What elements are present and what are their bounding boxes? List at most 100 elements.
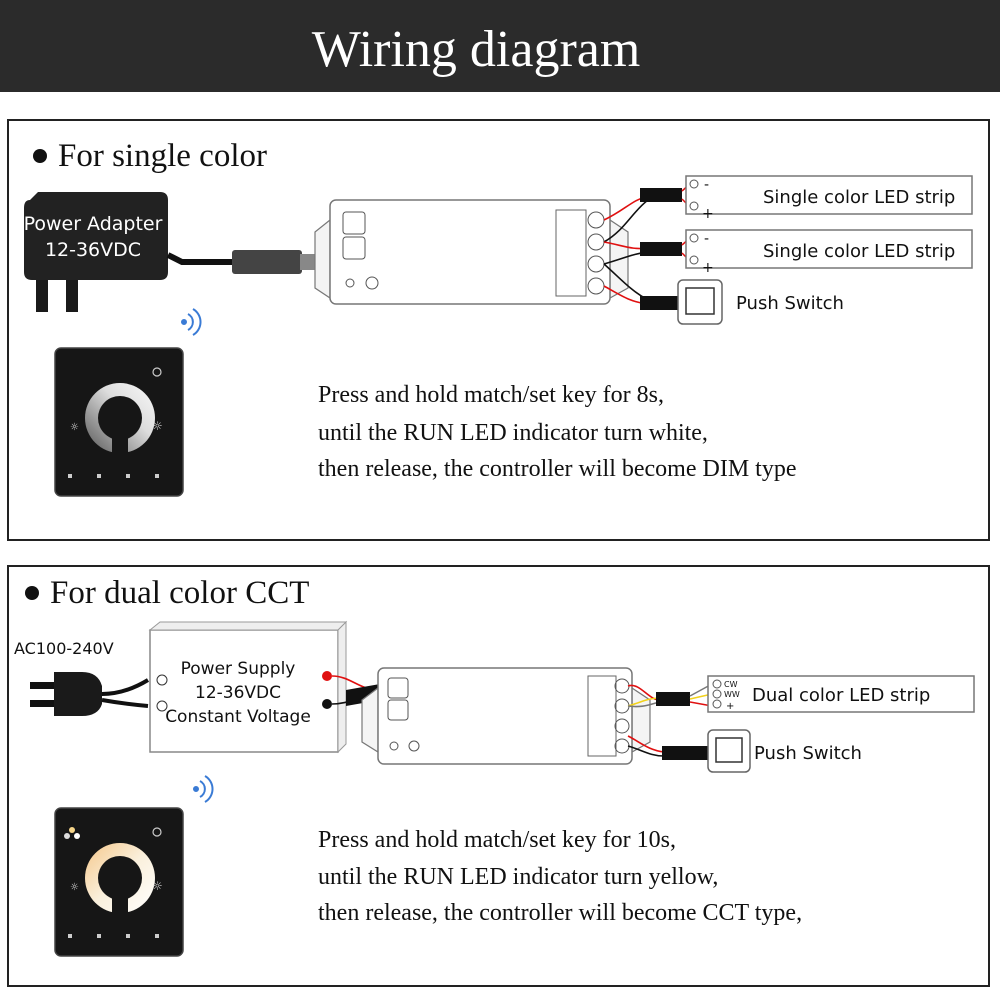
output-terminal-block	[587, 675, 617, 757]
led-strip-body	[685, 175, 973, 215]
push-switch-label: Push Switch	[754, 743, 862, 764]
psu-label-line3: Constant Voltage	[165, 707, 311, 727]
switch-cable	[662, 746, 708, 760]
controller-body	[329, 199, 611, 305]
section-single-frame	[7, 119, 990, 541]
brightness-high-icon: ☼	[152, 879, 163, 893]
output-terminal-block	[555, 209, 587, 297]
bullet-icon	[25, 586, 39, 600]
power-icon	[152, 367, 162, 377]
section-single-color: For single color Power Adapter 12-36VDC …	[7, 119, 990, 541]
power-supply: Power Supply 12-36VDC Constant Voltage	[148, 620, 348, 754]
instruction-line: Press and hold match/set key for 10s,	[318, 827, 676, 853]
strip-cw-label: CW	[724, 680, 738, 689]
section-dual-color: For dual color CCT AC100-240V Power Supp…	[7, 565, 990, 987]
controller-single	[314, 199, 629, 305]
adapter-prong-icon	[66, 280, 78, 312]
ac-screw-icon	[156, 700, 168, 712]
brightness-low-icon: ☼	[70, 422, 79, 433]
scene-key-icon	[97, 474, 101, 478]
strip-pad-icon	[689, 179, 699, 189]
controller-body	[377, 667, 633, 765]
strip-cable	[640, 242, 682, 256]
adapter-prong-icon	[36, 280, 48, 312]
scene-key-icon	[126, 934, 130, 938]
scene-key-icon	[155, 934, 159, 938]
input-terminal-icon	[342, 236, 366, 260]
push-switch-key-icon	[715, 737, 743, 763]
ring-center	[98, 396, 142, 440]
instructions-single: Press and hold match/set key for 8s, unt…	[318, 382, 797, 482]
brightness-low-icon: ☼	[70, 882, 79, 893]
scene-key-icon	[68, 934, 72, 938]
match-set-key-icon	[365, 276, 379, 290]
bullet-icon	[33, 149, 47, 163]
ac-prong-icon	[30, 700, 54, 707]
strip-pad-icon	[689, 201, 699, 211]
ac-screw-icon	[156, 674, 168, 686]
strip-pad-icon	[712, 689, 722, 699]
color-temp-icon	[74, 833, 80, 839]
wireless-signal-icon	[181, 308, 202, 336]
psu-label-line1: Power Supply	[181, 659, 296, 679]
controller-right-tab	[631, 686, 651, 754]
push-switch-single: Push Switch	[677, 279, 844, 325]
run-led-icon	[345, 278, 355, 288]
dc-positive-terminal-icon	[322, 671, 332, 681]
dim-wall-panel: ☼ ☼	[54, 347, 184, 497]
strip-pad-icon	[689, 255, 699, 265]
instruction-line: then release, the controller will become…	[318, 900, 802, 926]
scene-key-icon	[68, 474, 72, 478]
led-strip-body	[685, 229, 973, 269]
input-terminal-icon	[387, 699, 409, 721]
scene-key-icon	[97, 934, 101, 938]
run-led-icon	[389, 741, 399, 751]
strip-label: Dual color LED strip	[752, 685, 930, 706]
ac-voltage-label: AC100-240V	[14, 639, 114, 658]
section-dual-frame	[7, 565, 990, 987]
instruction-line: until the RUN LED indicator turn white,	[318, 420, 708, 446]
page-title: Wiring diagram	[312, 21, 641, 78]
adapter-label-line1: Power Adapter	[24, 213, 163, 235]
strip-pad-icon	[712, 699, 722, 709]
strip-cable	[640, 188, 682, 202]
led-strip-2: - + Single color LED strip	[685, 229, 973, 276]
led-strip-body	[707, 675, 975, 713]
power-adapter-body	[24, 192, 168, 280]
input-terminal-icon	[387, 677, 409, 699]
section-single-heading: For single color	[58, 138, 267, 174]
ring-gap	[112, 890, 128, 920]
instruction-line: until the RUN LED indicator turn yellow,	[318, 864, 718, 890]
ac-cable	[101, 678, 150, 708]
strip-plus-label: +	[702, 206, 714, 222]
ac-plug: AC100-240V	[14, 639, 150, 716]
instruction-line: then release, the controller will become…	[318, 456, 797, 482]
match-set-key-icon	[408, 740, 420, 752]
dual-led-strip: CW WW + Dual color LED strip	[707, 675, 975, 713]
adapter-cable	[166, 252, 235, 265]
section-dual-heading: For dual color CCT	[50, 575, 309, 611]
color-temp-icon	[64, 833, 70, 839]
instruction-line: Press and hold match/set key for 8s,	[318, 382, 664, 408]
scene-key-icon	[155, 474, 159, 478]
psu-label-line2: 12-36VDC	[195, 683, 281, 703]
strip-label: Single color LED strip	[763, 241, 955, 262]
power-supply-edge	[148, 620, 348, 754]
controller-left-tab	[314, 218, 331, 300]
cct-wall-panel: ☼ ☼	[54, 807, 184, 957]
title-bar: Wiring diagram	[0, 0, 1000, 92]
strip-minus-label: -	[704, 177, 709, 193]
dc-plug	[232, 250, 302, 274]
title-bar-background	[0, 0, 1000, 92]
ac-plug-body	[54, 672, 102, 716]
strip-minus-label: -	[704, 231, 709, 247]
strip-plus-label: +	[702, 260, 714, 276]
strip-pad-icon	[712, 679, 722, 689]
dc-negative-terminal-icon	[322, 699, 332, 709]
power-adapter: Power Adapter 12-36VDC	[24, 192, 322, 312]
ring-center	[98, 856, 142, 900]
controller-dual	[361, 667, 651, 765]
push-switch-key-icon	[685, 287, 715, 315]
